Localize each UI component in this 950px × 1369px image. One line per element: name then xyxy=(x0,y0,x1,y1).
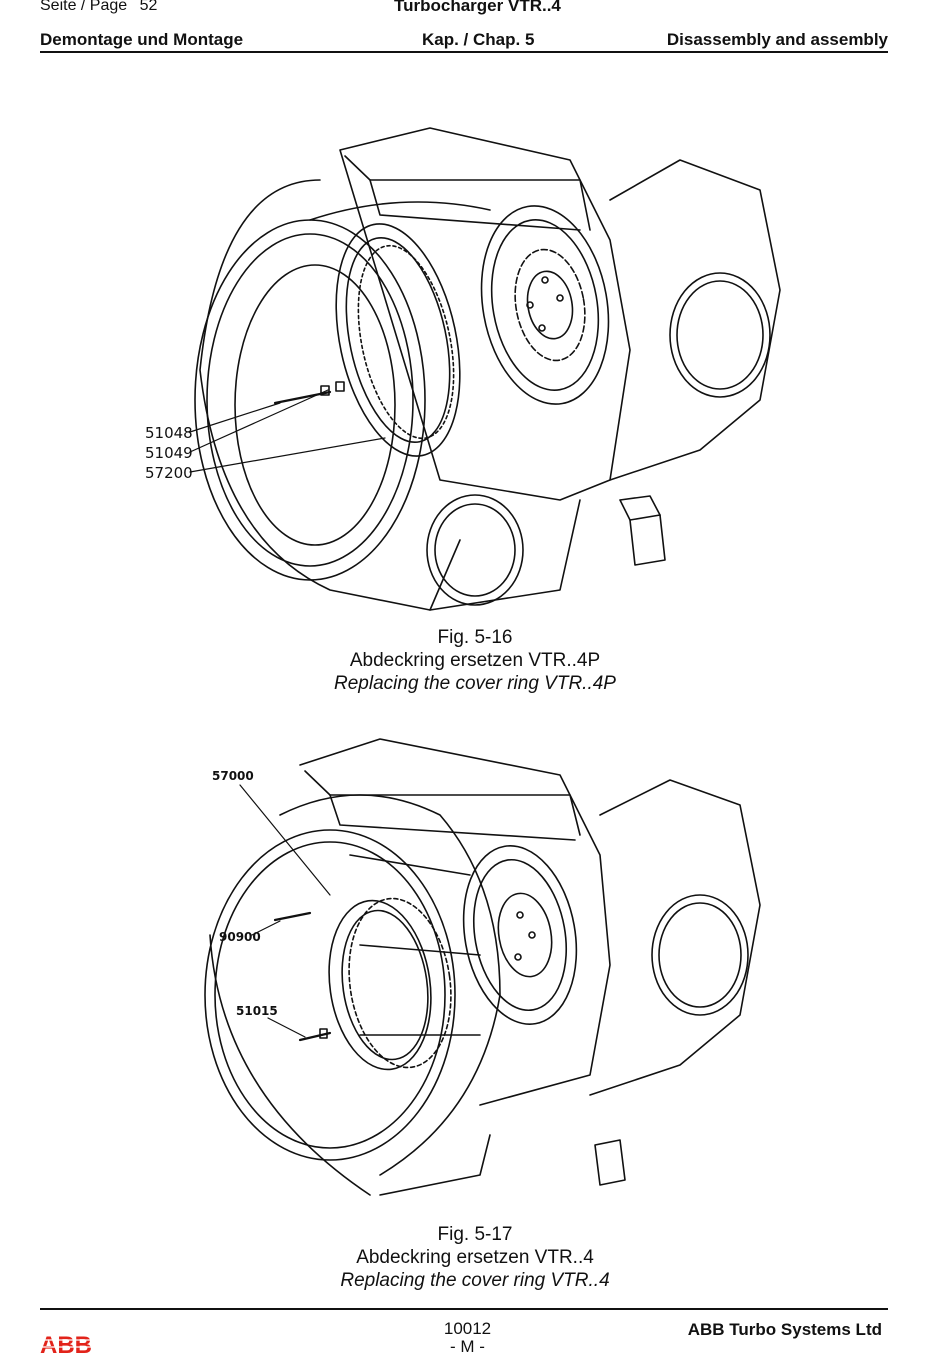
footer-doc-number: 10012 xyxy=(443,1319,492,1338)
section-title-en: Disassembly and assembly xyxy=(666,30,888,49)
document-title: Turbocharger VTR..4 xyxy=(394,0,561,15)
figure-5-17-caption: Fig. 5-17 Abdeckring ersetzen VTR..4 Rep… xyxy=(0,1223,950,1292)
footer-company: ABB Turbo Systems Ltd xyxy=(687,1320,882,1339)
abb-logo-text: ABB xyxy=(40,1332,92,1356)
part-label-51015: 51015 xyxy=(236,1004,278,1018)
footer-rule xyxy=(40,1308,888,1310)
page-label: Seite / Page 52 xyxy=(40,0,157,15)
figure-5-17-number: Fig. 5-17 xyxy=(437,1224,513,1245)
figure-5-16-caption: Fig. 5-16 Abdeckring ersetzen VTR..4P Re… xyxy=(0,626,950,695)
part-label-57200: 57200 xyxy=(145,464,193,482)
chapter-label: Kap. / Chap. 5 xyxy=(422,30,535,49)
abb-logo: ABB xyxy=(40,1332,100,1361)
figure-5-17-drawing: 57000 90900 51015 xyxy=(180,735,790,1205)
footer-revision: - M - xyxy=(450,1337,485,1356)
section-title-de: Demontage und Montage xyxy=(40,30,244,49)
page-label-text: Seite / Page xyxy=(40,0,128,14)
header-rule xyxy=(40,51,888,53)
figure-5-16-number: Fig. 5-16 xyxy=(437,627,513,648)
part-label-57000: 57000 xyxy=(212,769,254,783)
part-label-51048: 51048 xyxy=(145,424,193,442)
figure-5-16-title-en: Replacing the cover ring VTR..4P xyxy=(334,673,616,694)
figure-5-16-title-de: Abdeckring ersetzen VTR..4P xyxy=(349,650,601,671)
figure-5-16-drawing: 51048 51049 57200 xyxy=(140,120,800,620)
figure-5-17-title-de: Abdeckring ersetzen VTR..4 xyxy=(356,1247,594,1268)
part-label-90900: 90900 xyxy=(219,930,261,944)
part-label-51049: 51049 xyxy=(145,444,193,462)
page-number: 52 xyxy=(139,0,158,14)
figure-5-17-title-en: Replacing the cover ring VTR..4 xyxy=(340,1270,610,1291)
